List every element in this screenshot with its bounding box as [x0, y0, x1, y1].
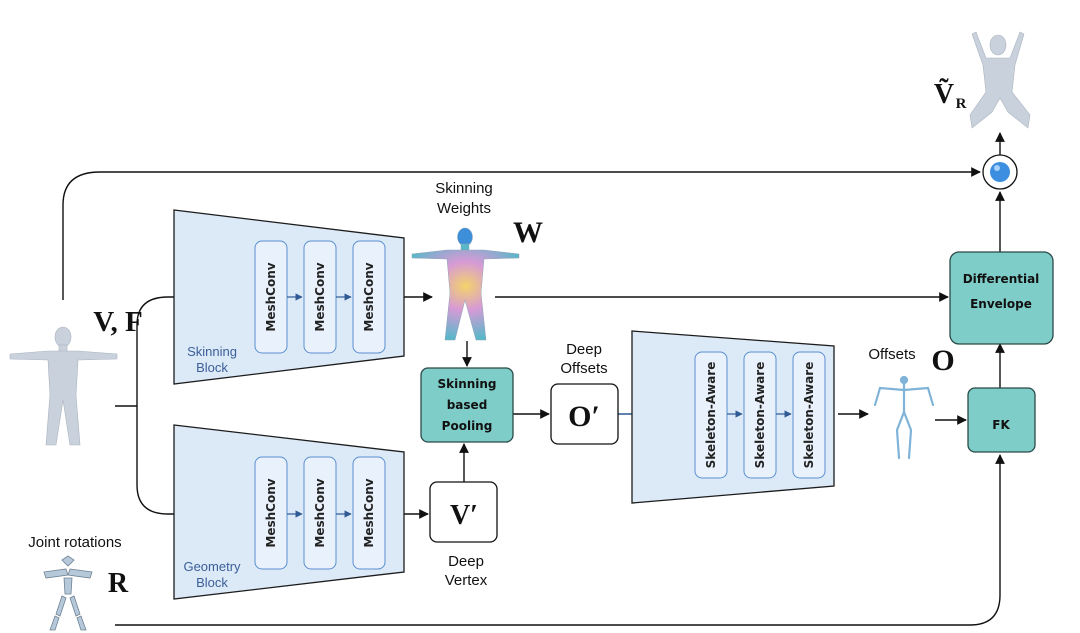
fork-to-geometry-arrow	[136, 406, 247, 519]
skinning-block-label-line1: Skinning	[187, 344, 237, 359]
differential-envelope-box: Differential Envelope	[949, 251, 1054, 345]
input-mesh-figure	[9, 326, 118, 446]
geometry-block: Geometry Block MeshConv MeshConv MeshCon…	[173, 424, 405, 600]
skinning-weights-label-line2: Weights	[437, 200, 491, 217]
pooling-label-line1: Skinning	[437, 377, 496, 391]
input-vf-label: V, F	[93, 306, 142, 338]
output-subscript: R	[956, 96, 967, 112]
meshconv-label: MeshConv	[362, 262, 376, 331]
envelope-label-line1: Differential	[963, 272, 1040, 286]
deep-offsets-label-line1: Deep	[566, 341, 602, 358]
skinning-weights-figure	[411, 227, 520, 341]
blend-node	[982, 154, 1018, 190]
fk-label: FK	[992, 418, 1010, 432]
deep-vertex-label-line1: Deep	[448, 553, 484, 570]
geometry-block-label-line1: Geometry	[183, 559, 241, 574]
pooling-label-line2: based	[447, 398, 488, 412]
joint-rotations-figure	[43, 555, 93, 631]
offsets-label: Offsets	[868, 346, 915, 363]
skinning-weights-label-line1: Skinning	[435, 180, 493, 197]
meshconv-label: MeshConv	[264, 478, 278, 547]
skeleton-aware-block: Skeleton-Aware Skeleton-Aware Skeleton-A…	[631, 330, 835, 504]
bypass-arrow	[62, 167, 981, 300]
skeleton-aware-label: Skeleton-Aware	[704, 362, 718, 469]
deep-offsets-box: O′	[550, 383, 619, 445]
offsets-symbol: O	[931, 344, 954, 377]
skinning-block: Skinning Block MeshConv MeshConv MeshCon…	[173, 209, 405, 385]
skeleton-aware-label: Skeleton-Aware	[753, 362, 767, 469]
fk-box: FK	[967, 387, 1036, 453]
deep-vertex-label-line2: Vertex	[445, 572, 488, 589]
rotations-to-fk-arrow	[115, 454, 1005, 626]
weights-symbol: W	[513, 216, 543, 249]
deep-offsets-symbol: O′	[568, 400, 600, 433]
rotation-symbol: R	[108, 568, 129, 599]
meshconv-label: MeshConv	[313, 262, 327, 331]
output-symbol: Ṽ	[934, 79, 954, 110]
meshconv-label: MeshConv	[264, 262, 278, 331]
meshconv-label: MeshConv	[313, 478, 327, 547]
fork-to-skinning-arrow	[136, 292, 247, 406]
deep-vertex-symbol: V′	[450, 500, 478, 531]
deep-offsets-label-line2: Offsets	[560, 360, 607, 377]
skinning-block-label-line2: Block	[196, 360, 228, 375]
geometry-block-label-line2: Block	[196, 575, 228, 590]
skeleton-aware-label: Skeleton-Aware	[802, 362, 816, 469]
output-mesh-figure	[969, 31, 1031, 129]
pooling-label-line3: Pooling	[442, 419, 493, 433]
skinning-pooling-box: Skinning based Pooling	[420, 367, 514, 443]
envelope-label-line2: Envelope	[970, 297, 1032, 311]
offsets-skeleton-figure	[873, 375, 935, 460]
deep-vertex-box: V′	[429, 481, 498, 543]
joint-rotations-label: Joint rotations	[28, 534, 121, 551]
meshconv-label: MeshConv	[362, 478, 376, 547]
